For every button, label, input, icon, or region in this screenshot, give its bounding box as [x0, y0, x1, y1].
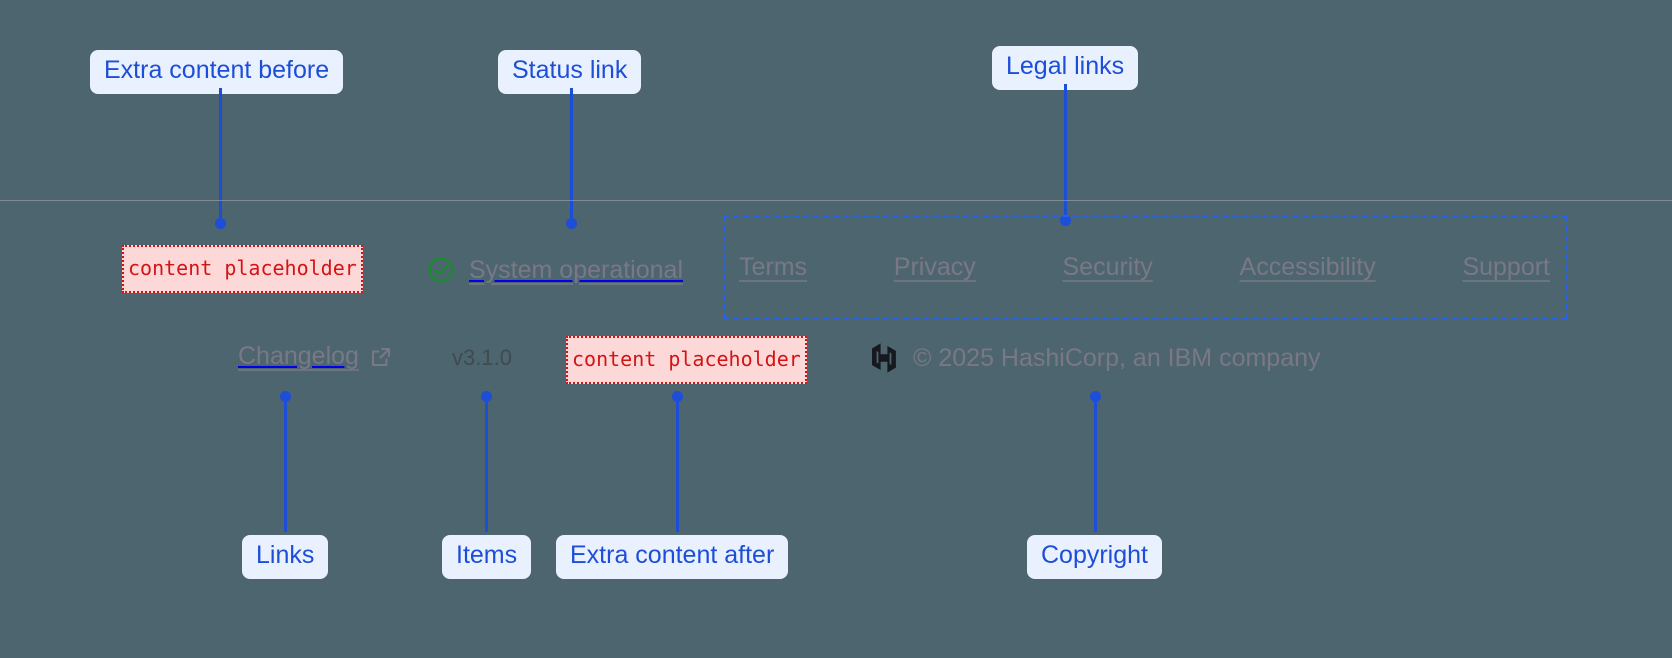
leader-line-copyright	[1094, 396, 1097, 532]
hashicorp-logo	[868, 341, 900, 375]
status-link[interactable]: System operational	[426, 252, 683, 288]
legal-link-terms[interactable]: Terms	[739, 253, 808, 281]
callout-items: Items	[442, 535, 532, 579]
leader-line-items	[485, 396, 488, 532]
footer-top-divider	[0, 200, 1672, 201]
changelog-link[interactable]: Changelog	[238, 342, 393, 371]
leader-dot-legal-links	[1060, 215, 1071, 226]
changelog-link-label: Changelog	[238, 342, 359, 370]
legal-link-support[interactable]: Support	[1462, 253, 1550, 281]
version-label: v3.1.0	[452, 345, 512, 370]
leader-line-status-link	[570, 88, 573, 224]
leader-dot-status-link	[566, 218, 577, 229]
status-link-label: System operational	[469, 255, 684, 284]
legal-link-accessibility[interactable]: Accessibility	[1239, 253, 1376, 281]
callout-legal-links: Legal links	[992, 46, 1139, 90]
callout-copyright: Copyright	[1027, 535, 1162, 579]
callout-extra-content-before: Extra content before	[90, 50, 344, 94]
leader-line-legal-links	[1064, 84, 1067, 216]
leader-line-extra-content-after	[676, 396, 679, 532]
leader-dot-extra-content-before	[215, 218, 226, 229]
legal-links-group: Terms Privacy Security Accessibility Sup…	[723, 215, 1568, 320]
footer-slot-after-placeholder: content placeholder	[566, 336, 807, 384]
leader-line-links	[284, 396, 287, 532]
leader-line-extra-content-before	[219, 88, 222, 224]
copyright-block: © 2025 HashiCorp, an IBM company	[868, 341, 1321, 375]
external-link-icon	[369, 345, 393, 369]
callout-status-link: Status link	[498, 50, 642, 94]
footer-slot-before-placeholder: content placeholder	[122, 245, 363, 293]
check-circle-icon	[426, 255, 456, 285]
copyright-text: © 2025 HashiCorp, an IBM company	[913, 343, 1321, 372]
legal-link-security[interactable]: Security	[1062, 253, 1153, 281]
legal-link-privacy[interactable]: Privacy	[893, 253, 976, 281]
callout-extra-content-after: Extra content after	[556, 535, 789, 579]
callout-links: Links	[242, 535, 329, 579]
